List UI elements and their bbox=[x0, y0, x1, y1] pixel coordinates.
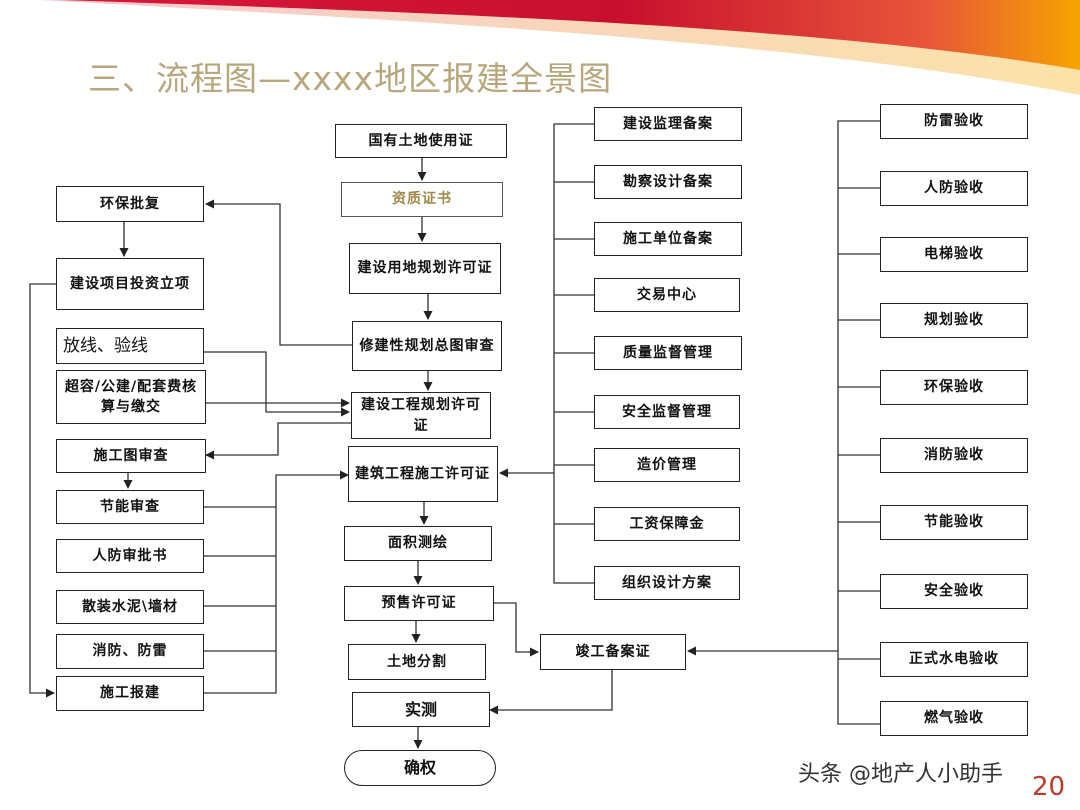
node-survey-design-filing: 勘察设计备案 bbox=[594, 165, 742, 199]
page-title: 三、流程图—xxxx地区报建全景图 bbox=[88, 59, 613, 98]
node-env-acceptance: 环保验收 bbox=[880, 370, 1028, 405]
node-contractor-filing: 施工单位备案 bbox=[594, 222, 742, 256]
node-supervision-filing: 建设监理备案 bbox=[594, 107, 742, 141]
node-planning-acceptance: 规划验收 bbox=[880, 303, 1028, 338]
node-fire-lightning: 消防、防雷 bbox=[56, 634, 204, 669]
node-construction-filing: 施工报建 bbox=[56, 676, 204, 711]
node-construction-permit: 建筑工程施工许可证 bbox=[348, 446, 498, 502]
page-number: 20 bbox=[1032, 772, 1066, 802]
node-setout: 放线、验线 bbox=[56, 328, 204, 364]
node-env-approval: 环保批复 bbox=[56, 186, 204, 222]
node-detailed-plan-review: 修建性规划总图审查 bbox=[352, 321, 502, 371]
node-civil-defense-acceptance: 人防验收 bbox=[880, 171, 1028, 206]
node-qualification: 资质证书 bbox=[341, 182, 503, 217]
node-civil-defense-approval: 人防审批书 bbox=[56, 539, 204, 573]
node-cement-wall: 散装水泥\墙材 bbox=[56, 590, 204, 624]
node-land-planning-permit: 建设用地规划许可证 bbox=[349, 243, 501, 294]
node-lightning-acceptance: 防雷验收 bbox=[880, 104, 1028, 139]
node-ownership: 确权 bbox=[344, 750, 496, 786]
node-construction-plan: 组织设计方案 bbox=[594, 566, 740, 600]
node-actual-survey: 实测 bbox=[352, 692, 490, 727]
node-safety-supervision: 安全监督管理 bbox=[594, 395, 740, 429]
node-drawing-review: 施工图审查 bbox=[56, 439, 206, 473]
node-quality-supervision: 质量监督管理 bbox=[594, 336, 742, 370]
header-banner bbox=[40, 0, 1080, 95]
node-fees: 超容/公建/配套费核算与缴交 bbox=[56, 370, 206, 424]
node-elevator-acceptance: 电梯验收 bbox=[880, 237, 1028, 272]
node-fire-acceptance: 消防验收 bbox=[880, 438, 1028, 473]
node-completion-cert: 竣工备案证 bbox=[540, 634, 686, 670]
node-gas-acceptance: 燃气验收 bbox=[880, 701, 1028, 736]
node-land-cert: 国有土地使用证 bbox=[335, 124, 507, 158]
node-utility-acceptance: 正式水电验收 bbox=[880, 642, 1028, 677]
node-wage-guarantee: 工资保障金 bbox=[594, 507, 740, 541]
node-land-division: 土地分割 bbox=[348, 644, 486, 680]
watermark: 头条 @地产人小助手 bbox=[798, 762, 1003, 787]
node-project-planning-permit: 建设工程规划许可证 bbox=[351, 392, 491, 439]
node-energy-acceptance: 节能验收 bbox=[880, 505, 1028, 540]
node-trading-center: 交易中心 bbox=[594, 278, 740, 312]
node-safety-acceptance: 安全验收 bbox=[880, 574, 1028, 609]
node-area-survey: 面积测绘 bbox=[344, 526, 492, 561]
node-cost-management: 造价管理 bbox=[594, 448, 740, 482]
node-energy-review: 节能审查 bbox=[56, 490, 204, 524]
node-presale-permit: 预售许可证 bbox=[344, 586, 494, 621]
node-project-approval: 建设项目投资立项 bbox=[56, 258, 204, 310]
